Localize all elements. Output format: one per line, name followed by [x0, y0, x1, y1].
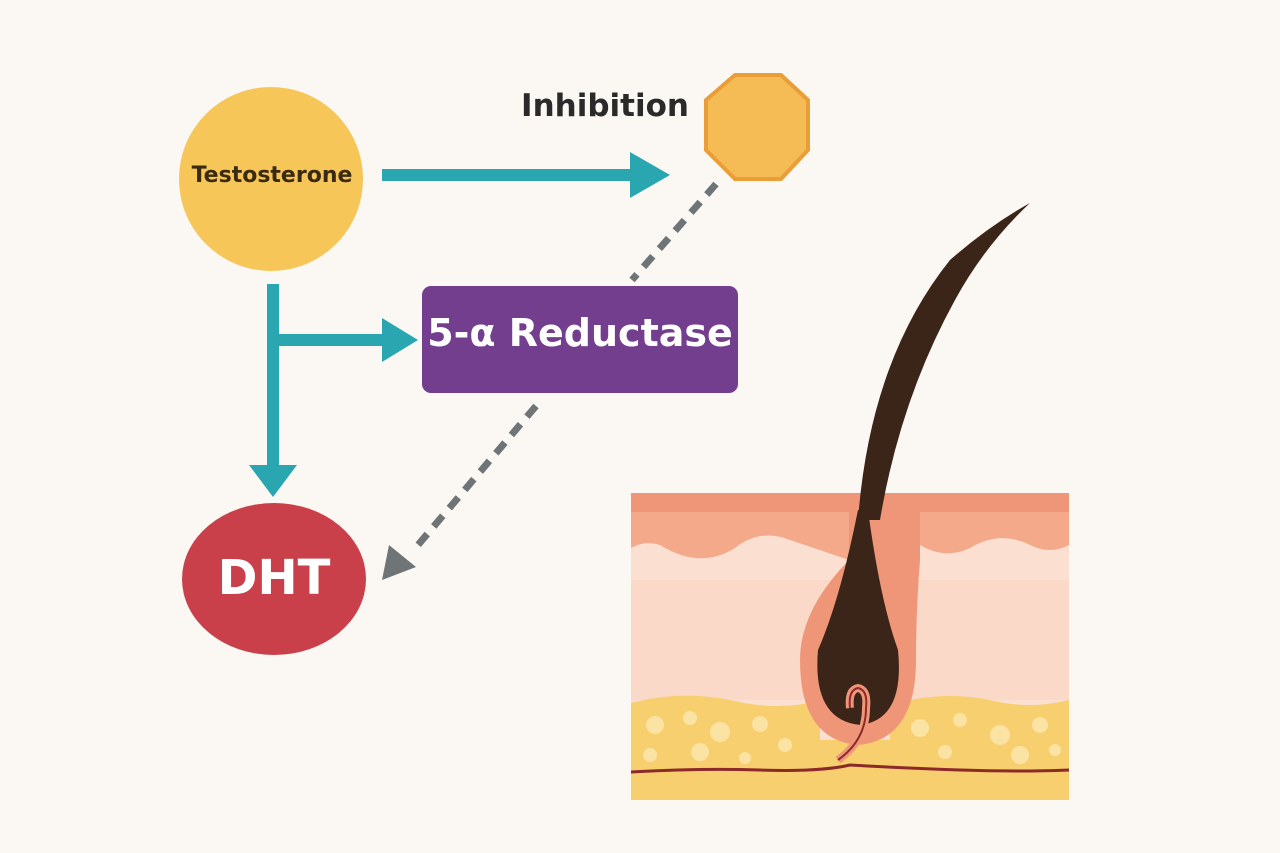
dht-label: DHT — [217, 550, 331, 606]
dashed-inhibition-line — [629, 181, 719, 283]
testosterone-node — [179, 87, 363, 271]
arrow-testosterone-to-dht — [249, 284, 297, 497]
arrow-testosterone-to-enzyme — [273, 318, 418, 362]
enzyme-node — [422, 286, 738, 393]
testosterone-label: Testosterone — [191, 163, 353, 188]
hair-follicle-illustration — [630, 203, 1070, 800]
enzyme-label: 5-α Reductase — [427, 311, 733, 355]
inhibition-label: Inhibition — [521, 88, 689, 124]
arrow-testosterone-to-inhibitor — [382, 152, 670, 198]
dht-node — [182, 503, 366, 655]
dashed-arrow-to-dht — [382, 403, 539, 580]
inhibitor-node — [704, 73, 810, 181]
